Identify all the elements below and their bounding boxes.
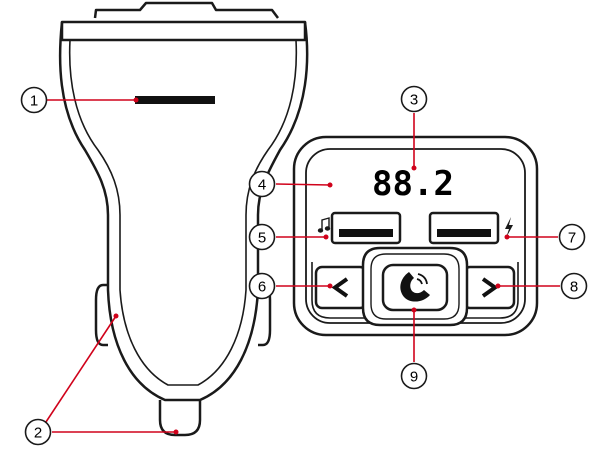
leader-lines <box>41 99 560 433</box>
leader-dots <box>113 97 510 435</box>
call-button-face <box>381 263 449 312</box>
callout-3: 3 <box>400 85 428 113</box>
callout-5: 5 <box>248 223 276 251</box>
lightning-icon <box>505 217 513 238</box>
charger-body-outline <box>58 21 309 402</box>
leader-2a <box>41 315 117 429</box>
call-button[interactable] <box>361 246 469 327</box>
charger-tip <box>158 400 202 437</box>
usb-port-charge <box>428 211 500 245</box>
callout-8: 8 <box>560 272 588 300</box>
phone-icon <box>400 272 430 302</box>
svg-text:7: 7 <box>568 230 576 247</box>
svg-text:2: 2 <box>34 425 42 442</box>
callout-1: 1 <box>20 86 48 114</box>
previous-button[interactable] <box>314 265 368 310</box>
callout-2: 2 <box>24 418 52 446</box>
svg-text:3: 3 <box>410 92 418 109</box>
svg-text:9: 9 <box>410 369 418 386</box>
callout-9: 9 <box>400 362 428 390</box>
music-note-icon <box>317 217 331 233</box>
chevron-left-icon <box>331 277 349 298</box>
led-indicator-slot <box>135 96 215 104</box>
svg-text:6: 6 <box>258 279 266 296</box>
charger-top-cap <box>93 1 279 19</box>
chevron-right-icon <box>481 277 499 298</box>
frequency-display: 88.2 <box>372 164 454 204</box>
svg-text:1: 1 <box>30 93 38 110</box>
usb-port-music <box>330 211 402 245</box>
leader-4 <box>275 183 331 186</box>
charger-side-view <box>58 1 309 437</box>
callout-4: 4 <box>248 170 276 198</box>
svg-text:4: 4 <box>258 177 266 194</box>
svg-text:5: 5 <box>258 230 266 247</box>
panel-outer-frame <box>292 135 539 337</box>
charger-body-inner <box>68 39 298 386</box>
callout-7: 7 <box>558 223 586 251</box>
next-button[interactable] <box>462 265 516 310</box>
charger-top-band <box>60 20 307 42</box>
callout-6: 6 <box>248 272 276 300</box>
svg-text:8: 8 <box>570 279 578 296</box>
charger-side-clip-left <box>94 283 108 347</box>
